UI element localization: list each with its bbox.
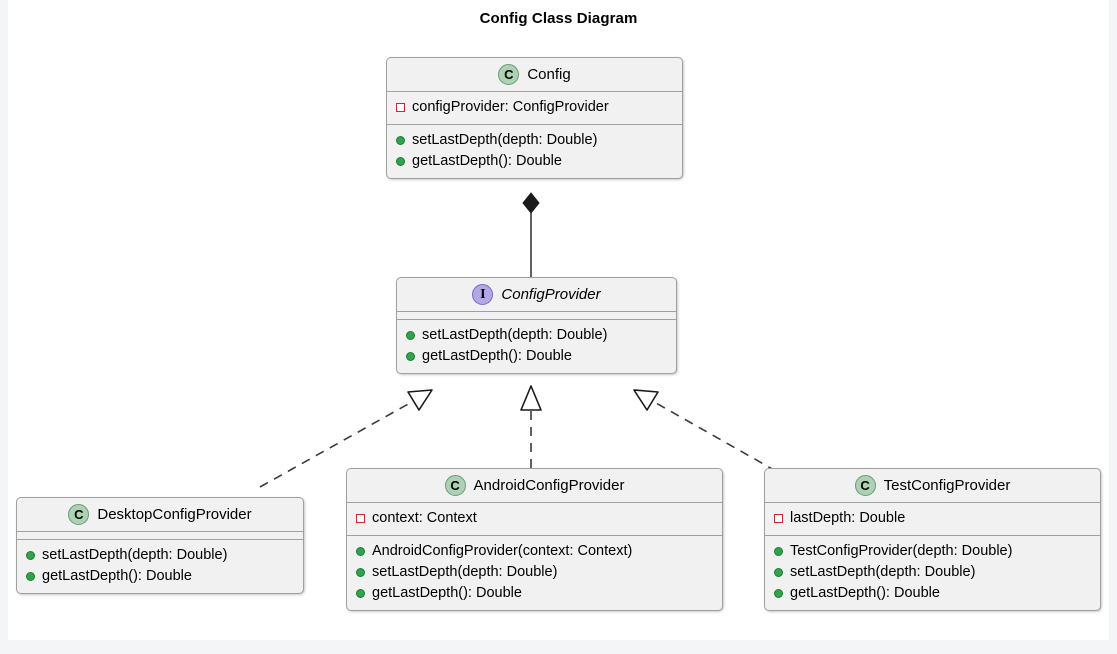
compartment-divider [397,319,676,320]
compartment-divider [397,311,676,312]
method-row: getLastDepth(): Double [347,583,722,604]
method-row: setLastDepth(depth: Double) [347,562,722,583]
compartment-divider [387,91,682,92]
method-row: getLastDepth(): Double [387,151,682,172]
public-visibility-icon [356,589,365,598]
public-visibility-icon [406,331,415,340]
method-row: getLastDepth(): Double [17,566,303,587]
attribute-label: context: Context [372,510,477,526]
method-label: getLastDepth(): Double [412,153,562,169]
public-visibility-icon [774,547,783,556]
method-row: setLastDepth(depth: Double) [387,130,682,151]
edge-androidconfigprovider-realization-configprovider [520,385,542,468]
public-visibility-icon [774,589,783,598]
attribute-row: context: Context [347,508,722,529]
edge-config-composition-configprovider [522,192,540,277]
method-label: getLastDepth(): Double [42,568,192,584]
class-header-androidconfigprovider: C AndroidConfigProvider [347,469,722,502]
page-title: Config Class Diagram [479,10,638,27]
attribute-row: lastDepth: Double [765,508,1100,529]
public-visibility-icon [26,551,35,560]
method-label: TestConfigProvider(depth: Double) [790,543,1013,559]
method-row: getLastDepth(): Double [765,583,1100,604]
compartment-divider [17,531,303,532]
class-name-label: DesktopConfigProvider [97,506,252,523]
class-stereotype-icon: C [498,64,520,85]
interface-header-configprovider: I ConfigProvider [397,278,676,311]
attributes-compartment-testconfigprovider: lastDepth: Double [765,503,1100,535]
compartment-divider [387,124,682,125]
method-label: setLastDepth(depth: Double) [372,564,558,580]
method-label: getLastDepth(): Double [372,585,522,601]
class-stereotype-icon: C [854,475,876,496]
method-row: getLastDepth(): Double [397,346,676,367]
method-label: getLastDepth(): Double [790,585,940,601]
public-visibility-icon [396,157,405,166]
compartment-divider [17,539,303,540]
attributes-compartment-configprovider [397,312,676,319]
attributes-compartment-desktopconfigprovider [17,532,303,539]
attribute-label: configProvider: ConfigProvider [412,99,609,115]
class-node-config[interactable]: C Config configProvider: ConfigProvider … [386,57,683,179]
method-label: setLastDepth(depth: Double) [422,327,608,343]
methods-compartment-desktopconfigprovider: setLastDepth(depth: Double) getLastDepth… [17,540,303,593]
methods-compartment-config: setLastDepth(depth: Double) getLastDepth… [387,125,682,178]
compartment-divider [347,502,722,503]
method-row: TestConfigProvider(depth: Double) [765,541,1100,562]
public-visibility-icon [396,136,405,145]
method-label: setLastDepth(depth: Double) [42,547,228,563]
private-visibility-icon [356,514,365,523]
method-row: AndroidConfigProvider(context: Context) [347,541,722,562]
class-header-desktopconfigprovider: C DesktopConfigProvider [17,498,303,531]
public-visibility-icon [356,547,365,556]
method-label: getLastDepth(): Double [422,348,572,364]
class-name-label: TestConfigProvider [883,477,1011,494]
class-stereotype-icon: C [68,504,90,525]
attribute-label: lastDepth: Double [790,510,906,526]
public-visibility-icon [26,572,35,581]
compartment-divider [765,535,1100,536]
methods-compartment-testconfigprovider: TestConfigProvider(depth: Double) setLas… [765,536,1100,610]
class-name-label: Config [527,66,571,83]
compartment-divider [347,535,722,536]
class-stereotype-icon: C [444,475,466,496]
method-label: setLastDepth(depth: Double) [790,564,976,580]
interface-stereotype-icon: I [472,284,494,305]
class-header-testconfigprovider: C TestConfigProvider [765,469,1100,502]
class-node-testconfigprovider[interactable]: C TestConfigProvider lastDepth: Double T… [764,468,1101,611]
private-visibility-icon [396,103,405,112]
interface-node-configprovider[interactable]: I ConfigProvider setLastDepth(depth: Dou… [396,277,677,374]
class-name-label: AndroidConfigProvider [473,477,625,494]
attribute-row: configProvider: ConfigProvider [387,97,682,118]
method-label: setLastDepth(depth: Double) [412,132,598,148]
method-label: AndroidConfigProvider(context: Context) [372,543,633,559]
method-row: setLastDepth(depth: Double) [397,325,676,346]
public-visibility-icon [356,568,365,577]
compartment-divider [765,502,1100,503]
class-node-desktopconfigprovider[interactable]: C DesktopConfigProvider setLastDepth(dep… [16,497,304,594]
public-visibility-icon [774,568,783,577]
private-visibility-icon [774,514,783,523]
interface-name-label: ConfigProvider [501,286,601,303]
attributes-compartment-config: configProvider: ConfigProvider [387,92,682,124]
methods-compartment-configprovider: setLastDepth(depth: Double) getLastDepth… [397,320,676,373]
attributes-compartment-androidconfigprovider: context: Context [347,503,722,535]
method-row: setLastDepth(depth: Double) [765,562,1100,583]
class-header-config: C Config [387,58,682,91]
method-row: setLastDepth(depth: Double) [17,545,303,566]
methods-compartment-androidconfigprovider: AndroidConfigProvider(context: Context) … [347,536,722,610]
diagram-canvas: Config Class Diagram [8,0,1109,640]
public-visibility-icon [406,352,415,361]
class-node-androidconfigprovider[interactable]: C AndroidConfigProvider context: Context… [346,468,723,611]
